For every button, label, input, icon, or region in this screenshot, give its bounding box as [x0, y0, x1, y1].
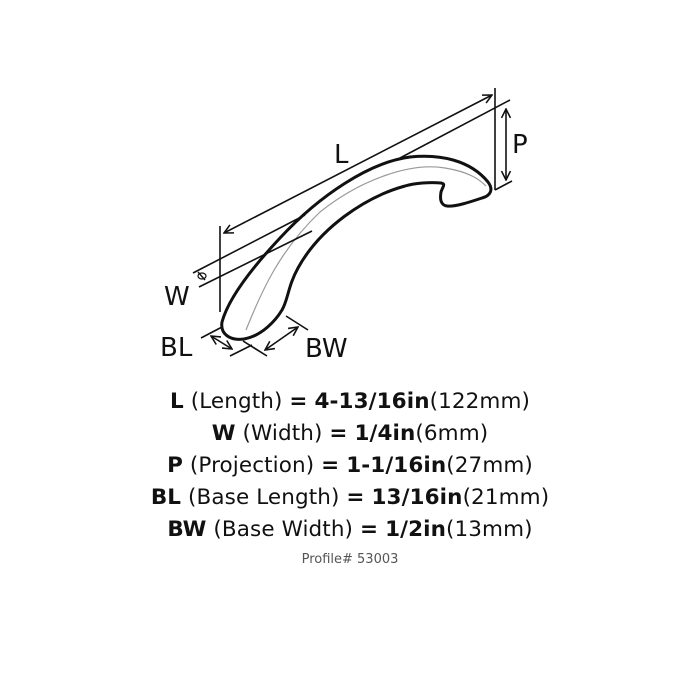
base-length-label: BL	[160, 333, 193, 363]
length-dimension: L	[219, 88, 511, 312]
base-width-label: BW	[305, 334, 348, 364]
projection-dimension: P	[494, 109, 528, 191]
profile-number: Profile# 53003	[301, 552, 399, 567]
spec-width: W (Width) = 1/4in(6mm)	[211, 421, 489, 446]
spec-length: L (Length) = 4-13/16in(122mm)	[169, 389, 531, 414]
specifications-list: L (Length) = 4-13/16in(122mm) W (Width) …	[0, 386, 700, 567]
width-label: W	[164, 282, 190, 312]
base-width-dimension: BW	[242, 315, 348, 364]
handle-outline	[220, 154, 493, 341]
spec-projection: P (Projection) = 1-1/16in(27mm)	[167, 453, 533, 478]
base-length-dimension: BL	[160, 326, 253, 363]
projection-label: P	[512, 130, 528, 160]
spec-base-length: BL (Base Length) = 13/16in(21mm)	[150, 485, 550, 510]
spec-base-width: BW (Base Width) = 1/2in(13mm)	[167, 517, 533, 542]
length-label: L	[334, 140, 349, 170]
width-dimension: W	[164, 214, 313, 312]
